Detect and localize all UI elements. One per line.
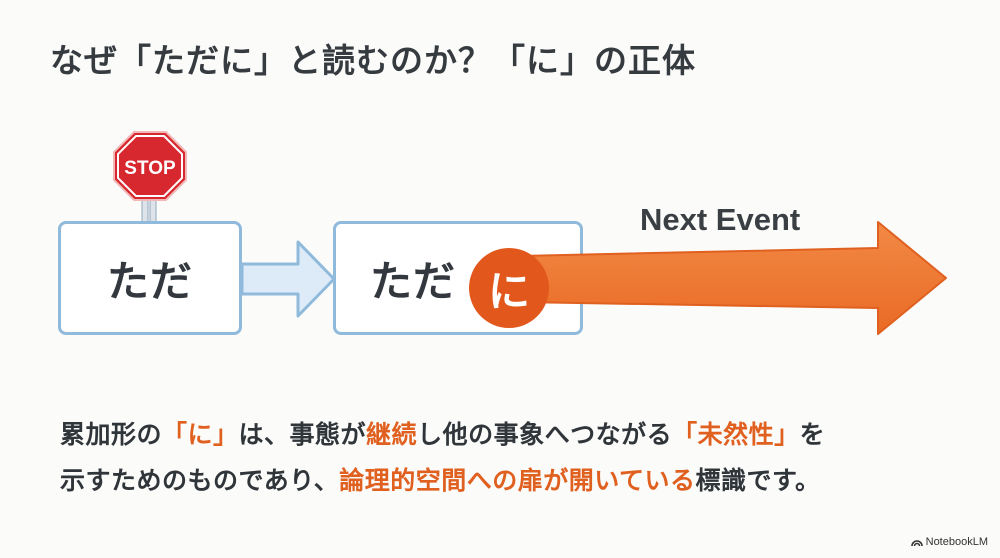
particle-ni-circle: に <box>469 248 549 328</box>
svg-text:STOP: STOP <box>124 158 176 179</box>
diagram: STOP ただ ただ に Next Event <box>58 131 947 335</box>
caption: 累加形の「に」は、事態が継続し他の事象へつながる「未然性」を 示すためのものであ… <box>60 412 825 504</box>
caption-text: し他の事象へつながる <box>417 420 673 449</box>
stop-sign-icon: STOP <box>113 131 187 225</box>
notebooklm-logo-icon <box>910 540 923 547</box>
caption-highlight: 継続 <box>366 420 418 449</box>
slide-title: なぜ「ただに」と読むのか？「に」の正体 <box>50 41 696 80</box>
caption-line-2: 示すためのものであり、論理的空間への扉が開いている標識です。 <box>60 458 825 504</box>
caption-text: は、事態が <box>238 420 367 449</box>
caption-text: を <box>799 420 826 449</box>
caption-highlight: 「に」 <box>162 420 239 449</box>
second-word-text: ただ <box>370 256 457 306</box>
caption-line-1: 累加形の「に」は、事態が継続し他の事象へつながる「未然性」を <box>60 412 825 458</box>
caption-highlight: 論理的空間への扉が開いている <box>339 466 696 495</box>
first-word-box: ただ <box>58 221 242 335</box>
caption-highlight: 「未然性」 <box>672 420 800 449</box>
next-event-label: Next Event <box>640 202 801 237</box>
caption-text: 示すためのものであり、 <box>60 466 340 495</box>
caption-text: 累加形の <box>60 420 163 449</box>
caption-text: 標識です。 <box>695 466 821 495</box>
brand-label: NotebookLM <box>925 536 988 548</box>
next-event-arrow-icon <box>520 221 947 335</box>
first-word-text: ただ <box>106 256 193 306</box>
notebooklm-brand: NotebookLM <box>910 536 988 548</box>
small-arrow-icon <box>240 240 336 318</box>
